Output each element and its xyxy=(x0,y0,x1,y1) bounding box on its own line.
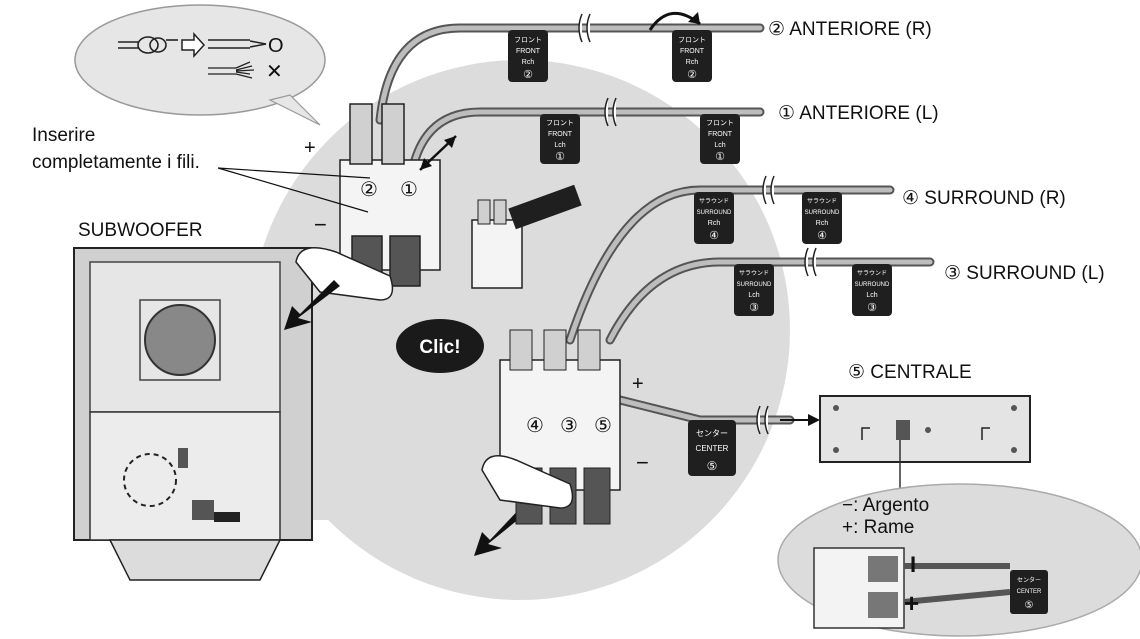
svg-text:④: ④ xyxy=(709,230,719,242)
tag-front-r-1: フロント FRONT Rch ② xyxy=(508,30,548,82)
label-surround-left: ③ SURROUND (L) xyxy=(944,263,1105,284)
wire-surround-l xyxy=(605,257,935,345)
polarity-plus-mark: + xyxy=(904,588,919,618)
svg-text:Lch: Lch xyxy=(554,142,565,149)
polarity-minus-front: − xyxy=(314,212,327,237)
terminal-number-5: ⑤ xyxy=(594,415,612,437)
svg-text:Lch: Lch xyxy=(714,142,725,149)
svg-text:FRONT: FRONT xyxy=(516,48,541,55)
svg-text:②: ② xyxy=(687,69,697,81)
svg-text:Rch: Rch xyxy=(708,220,721,227)
svg-text:⑤: ⑤ xyxy=(1025,600,1034,611)
svg-text:フロント: フロント xyxy=(706,119,734,127)
hand-front xyxy=(295,247,394,301)
svg-text:SURROUND: SURROUND xyxy=(855,282,890,288)
polarity-plus-surround: + xyxy=(632,373,644,395)
svg-text:FRONT: FRONT xyxy=(708,131,733,138)
svg-text:フロント: フロント xyxy=(678,36,706,44)
wire-surround-r xyxy=(565,185,895,345)
svg-text:SURROUND: SURROUND xyxy=(805,210,840,216)
subwoofer-unit xyxy=(73,247,313,581)
svg-text:⑤: ⑤ xyxy=(707,459,718,473)
polarity-plus-front: + xyxy=(304,137,316,159)
svg-text:Lch: Lch xyxy=(748,292,759,299)
label-surround-right: ④ SURROUND (R) xyxy=(902,188,1066,209)
svg-text:①: ① xyxy=(555,151,565,163)
wire-center xyxy=(615,395,795,425)
tag-surround-r-2: サラウンド SURROUND Rch ④ xyxy=(802,192,842,244)
polarity-terminal-detail: センター CENTER ⑤ xyxy=(813,547,1048,629)
label-insert-note-2: completamente i fili. xyxy=(32,152,200,173)
svg-text:フロント: フロント xyxy=(546,119,574,127)
tag-front-l-2: フロント FRONT Lch ① xyxy=(700,114,740,164)
label-insert-note-1: Inserire xyxy=(32,125,96,146)
svg-text:SURROUND: SURROUND xyxy=(697,210,732,216)
pointer-lines xyxy=(217,167,371,213)
label-front-left: ① ANTERIORE (L) xyxy=(778,103,939,124)
arrow-right-icon xyxy=(808,414,820,426)
svg-text:サラウンド: サラウンド xyxy=(739,269,769,277)
terminal-number-2: ② xyxy=(360,179,378,201)
arrow-icon xyxy=(181,32,206,58)
ok-mark: O xyxy=(268,35,284,57)
tag-front-l-1: フロント FRONT Lch ① xyxy=(540,114,580,164)
svg-text:FRONT: FRONT xyxy=(680,48,705,55)
svg-text:センター: センター xyxy=(1017,576,1041,584)
ng-mark: ✕ xyxy=(266,61,283,83)
tag-surround-l-2: サラウンド SURROUND Lch ③ xyxy=(852,264,892,316)
svg-text:SURROUND: SURROUND xyxy=(737,282,772,288)
terminal-block-front xyxy=(339,103,441,287)
tag-surround-l-1: サラウンド SURROUND Lch ③ xyxy=(734,264,774,316)
svg-text:④: ④ xyxy=(817,230,827,242)
hand-surround xyxy=(481,455,574,509)
frayed-wire-icon xyxy=(208,61,255,79)
polarity-minus-surround: − xyxy=(636,450,649,475)
terminal-number-4: ④ xyxy=(526,415,544,437)
svg-text:フロント: フロント xyxy=(514,36,542,44)
svg-text:サラウンド: サラウンド xyxy=(807,197,837,205)
svg-text:CENTER: CENTER xyxy=(1017,589,1042,595)
click-bubble xyxy=(396,319,484,373)
twisted-wire-icon xyxy=(118,36,178,54)
svg-text:CENTER: CENTER xyxy=(696,444,729,453)
pull-arrow-front xyxy=(284,280,340,330)
label-center: ⑤ CENTRALE xyxy=(848,362,972,383)
svg-text:②: ② xyxy=(523,69,533,81)
wire-front-l xyxy=(410,107,765,165)
svg-text:サラウンド: サラウンド xyxy=(857,269,887,277)
svg-text:センター: センター xyxy=(696,429,728,438)
svg-text:③: ③ xyxy=(749,302,759,314)
terminal-number-1: ① xyxy=(400,179,418,201)
wire-front-r xyxy=(375,23,765,125)
label-copper: +: Rame xyxy=(842,517,915,538)
straight-wire-icon xyxy=(208,39,267,49)
label-front-right: ② ANTERIORE (R) xyxy=(768,19,932,40)
svg-text:FRONT: FRONT xyxy=(548,131,573,138)
svg-text:①: ① xyxy=(715,151,725,163)
terminal-small-mid xyxy=(471,184,582,289)
svg-text:③: ③ xyxy=(867,302,877,314)
svg-text:Lch: Lch xyxy=(866,292,877,299)
wire-breaks xyxy=(578,13,817,435)
svg-text:Rch: Rch xyxy=(522,59,535,66)
tag-surround-r-1: サラウンド SURROUND Rch ④ xyxy=(694,192,734,244)
wire-tip-callout xyxy=(74,4,326,116)
svg-text:サラウンド: サラウンド xyxy=(699,197,729,205)
polarity-minus-mark: I xyxy=(910,552,916,577)
tag-front-r-2: フロント FRONT Rch ② xyxy=(672,30,712,82)
svg-text:Rch: Rch xyxy=(816,220,829,227)
click-label: Clic! xyxy=(419,337,460,358)
svg-text:Rch: Rch xyxy=(686,59,699,66)
center-speaker xyxy=(819,395,1031,463)
tag-center: センター CENTER ⑤ xyxy=(688,420,736,476)
terminal-number-3: ③ xyxy=(560,415,578,437)
label-subwoofer: SUBWOOFER xyxy=(78,220,203,241)
label-silver: −: Argento xyxy=(842,495,930,516)
